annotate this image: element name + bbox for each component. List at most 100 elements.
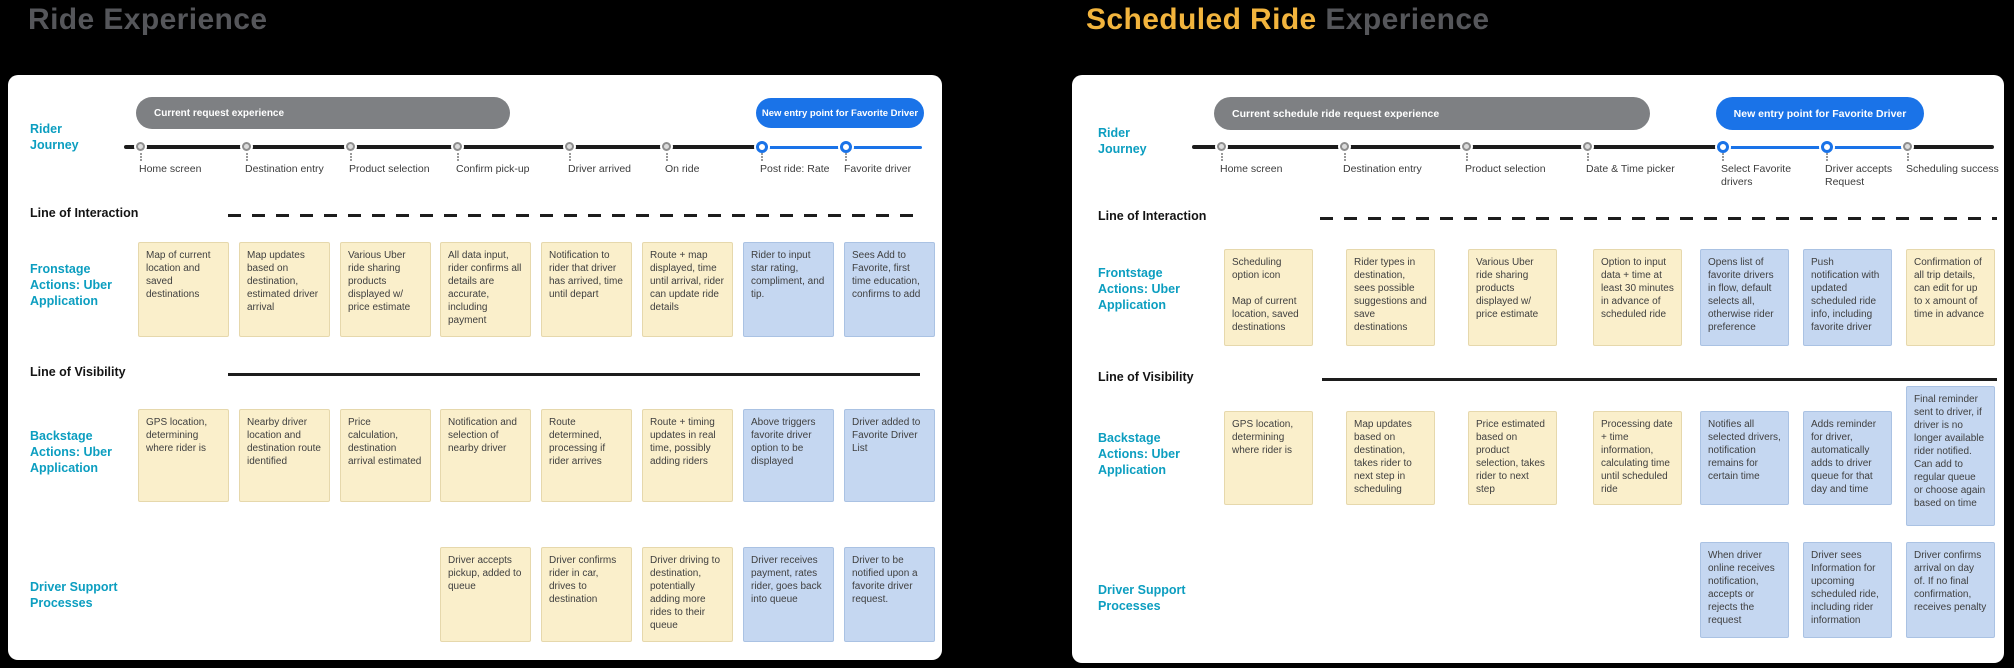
sticky-note: Map of current location and saved destin… [138,242,229,337]
sticky-note: Map updates based on destination, takes … [1346,411,1435,505]
rider-journey-label: Rider Journey [30,122,79,152]
timeline-segment [1908,145,1994,149]
sticky-note: Driver confirms arrival on day of. If no… [1906,542,1995,638]
journey-step-label: Home screen [139,163,202,175]
step-connector-line [1826,153,1828,161]
journey-step-dot [662,142,671,151]
timeline-segment [124,145,764,149]
current-experience-pill: Current schedule ride request experience [1214,97,1650,130]
sticky-note: Notification and selection of nearby dri… [440,409,531,502]
journey-step-dot [840,141,852,153]
title-segment: Experience [1316,3,1490,36]
sticky-note: Map updates based on destination, estima… [239,242,330,337]
step-connector-line [569,153,571,161]
line-of-interaction-dash [228,214,920,217]
sticky-note: Driver driving to destination, potential… [642,547,733,642]
sticky-note: Scheduling option icon Map of current lo… [1224,249,1313,346]
new-entry-point-pill: New entry point for Favorite Driver [756,98,924,128]
sticky-note: Rider types in destination, sees possibl… [1346,249,1435,346]
scheduled-ride-experience-panel: Rider Journey Current schedule ride reque… [1072,75,2004,663]
journey-step-label: Confirm pick-up [456,163,530,175]
scheduled-ride-experience-title: Scheduled Ride Experience [1086,3,1489,37]
sticky-note: Driver accepts pickup, added to queue [440,547,531,642]
journey-step-dot [1340,142,1349,151]
journey-step-label: Destination entry [1343,163,1422,175]
backstage-label: Backstage Actions: Uber Application [1098,431,1180,477]
journey-step-dot [1821,141,1833,153]
sticky-note: Driver sees Information for upcoming sch… [1803,542,1892,638]
sticky-note: Various Uber ride sharing products displ… [1468,249,1557,346]
step-connector-line [1907,153,1909,161]
journey-step-dot [242,142,251,151]
journey-step-dot [1717,141,1729,153]
sticky-note: Rider to input star rating, compliment, … [743,242,834,337]
journey-step-label: Product selection [349,163,430,175]
sticky-note: Push notification with updated scheduled… [1803,249,1892,346]
sticky-note: Processing date + time information, calc… [1593,411,1682,505]
sticky-note: Above triggers favorite driver option to… [743,409,834,502]
step-connector-line [246,153,248,161]
line-of-visibility-label: Line of Visibility [1098,370,1194,384]
sticky-note: Notification to rider that driver has ar… [541,242,632,337]
sticky-note: Price calculation, destination arrival e… [340,409,431,502]
journey-step-dot [136,142,145,151]
timeline-blue-segment [1721,145,1910,149]
journey-step-label: Scheduling success [1906,163,1999,175]
journey-step-dot [1583,142,1592,151]
line-of-interaction-label: Line of Interaction [1098,209,1207,223]
sticky-note: Route determined, processing if rider ar… [541,409,632,502]
step-connector-line [1344,153,1346,161]
sticky-note: Opens list of favorite drivers in flow, … [1700,249,1789,346]
ride-experience-title: Ride Experience [28,3,267,37]
sticky-note: Sees Add to Favorite, first time educati… [844,242,935,337]
journey-step-label: Post ride: Rate [760,163,830,175]
step-connector-line [761,153,763,161]
step-connector-line [666,153,668,161]
step-connector-line [845,153,847,161]
journey-step-dot [756,141,768,153]
timeline-segment [1192,145,1727,149]
sticky-note: Driver receives payment, rates rider, go… [743,547,834,642]
journey-step-dot [1462,142,1471,151]
journey-step-label: Favorite driver [844,163,912,175]
sticky-note: Final reminder sent to driver, if driver… [1906,386,1995,526]
frontstage-label: Frontstage Actions: Uber Application [1098,266,1180,312]
journey-step-label: On ride [665,163,700,175]
journey-step-dot [1903,142,1912,151]
sticky-note: GPS location, determining where rider is [1224,411,1313,505]
journey-step-label: Product selection [1465,163,1546,175]
title-segment: Scheduled Ride [1086,3,1317,36]
sticky-note: Price estimated based on product selecti… [1468,411,1557,505]
sticky-note: Driver confirms rider in car, drives to … [541,547,632,642]
backstage-label: Backstage Actions: Uber Application [30,429,112,475]
driver-label: Driver Support Processes [1098,583,1186,613]
current-experience-pill: Current request experience [136,97,510,129]
sticky-note: Route + timing updates in real time, pos… [642,409,733,502]
sticky-note: Driver to be notified upon a favorite dr… [844,547,935,642]
rider-journey-label: Rider Journey [1098,126,1147,156]
journey-step-dot [1217,142,1226,151]
journey-step-label: Select Favorite drivers [1721,163,1792,189]
line-of-visibility-label: Line of Visibility [30,365,126,379]
sticky-note: Various Uber ride sharing products displ… [340,242,431,337]
journey-step-label: Driver accepts Request [1825,163,1893,189]
step-connector-line [1221,153,1223,161]
driver-label: Driver Support Processes [30,580,118,610]
sticky-note: Confirmation of all trip details, can ed… [1906,249,1995,346]
sticky-note: When driver online receives notification… [1700,542,1789,638]
journey-step-label: Home screen [1220,163,1283,175]
step-connector-line [457,153,459,161]
line-of-visibility-line [228,373,920,376]
journey-step-label: Driver arrived [568,163,632,175]
sticky-note: Adds reminder for driver, automatically … [1803,411,1892,505]
frontstage-label: Fronstage Actions: Uber Application [30,262,112,308]
step-connector-line [1587,153,1589,161]
sticky-note: Driver added to Favorite Driver List [844,409,935,502]
step-connector-line [1466,153,1468,161]
journey-step-dot [346,142,355,151]
journey-step-dot [565,142,574,151]
sticky-note: Route + map displayed, time until arriva… [642,242,733,337]
journey-step-label: Destination entry [245,163,324,175]
title-segment: Ride Experience [28,3,268,36]
